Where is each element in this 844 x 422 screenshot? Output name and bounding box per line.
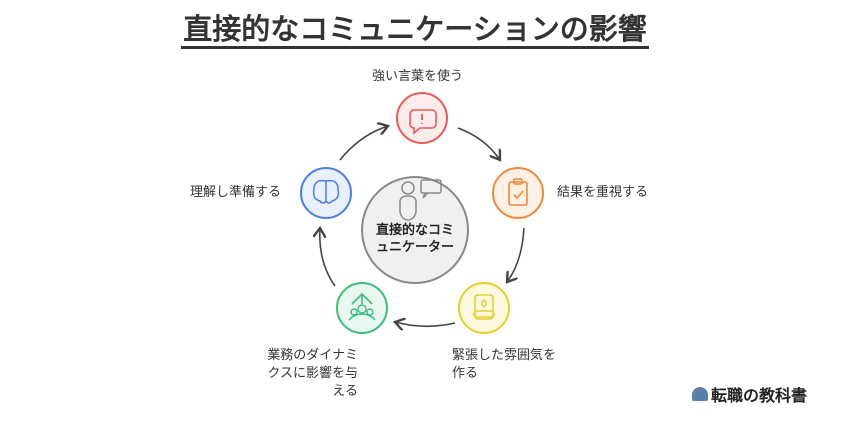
arrow-3: [395, 322, 456, 326]
node-label-1: 強い言葉を使う: [372, 69, 464, 84]
node-2: [492, 167, 544, 219]
arrows: [320, 126, 525, 326]
node-circle: [458, 282, 510, 334]
node-1: [396, 92, 448, 144]
center-label: 直接的なコミュニケーター: [375, 223, 454, 255]
person-chat-icon: [399, 179, 442, 221]
node-circle: [492, 167, 544, 219]
brand-logo: 転職の教科書: [692, 382, 807, 406]
node-label-5: 理解し準備する: [190, 185, 282, 200]
title-text: 直接的なコミュニケーションの影響: [181, 12, 649, 49]
node-4: [336, 282, 388, 334]
candle-icon: [473, 294, 495, 320]
arrow-5: [339, 126, 388, 161]
node-label-3: 緊張した雰囲気を作る: [452, 348, 557, 381]
node-5: [300, 167, 352, 219]
node-circle: [336, 282, 388, 334]
center-circle: [361, 176, 469, 284]
brain-icon: [312, 179, 340, 204]
logo-icon: [692, 387, 708, 401]
clipboard-check-icon: [508, 178, 528, 206]
team-growth-icon: [348, 292, 376, 321]
arrow-1: [457, 127, 500, 160]
node-3: [458, 282, 510, 334]
arrow-2: [507, 227, 525, 282]
speech-bubble-exclamation-icon: [409, 109, 437, 135]
brand-text: 転職の教科書: [711, 386, 808, 405]
node-label-2: 結果を重視する: [557, 185, 649, 200]
page-title: 直接的なコミュニケーションの影響: [0, 6, 830, 49]
arrow-4: [320, 228, 336, 287]
node-label-4: 業務のダイナミクスに影響を与える: [267, 348, 358, 399]
